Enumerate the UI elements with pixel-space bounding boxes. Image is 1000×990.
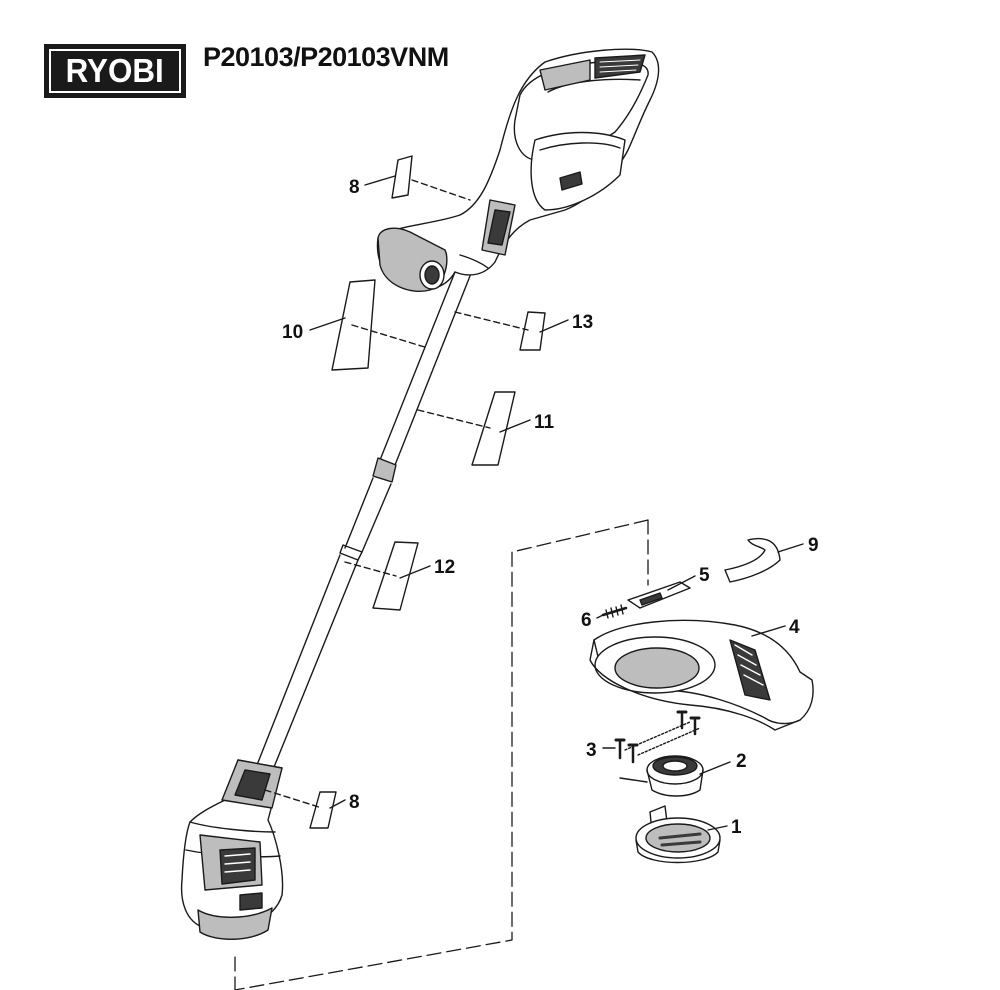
callout-6: 6 xyxy=(581,610,592,631)
callout-1: 1 xyxy=(731,817,742,838)
handle-assembly xyxy=(376,48,660,292)
callout-9: 9 xyxy=(808,535,819,556)
callout-8-bottom: 8 xyxy=(349,792,360,813)
part-1-spool-cap xyxy=(635,805,721,864)
model-title: P20103/P20103VNM xyxy=(203,42,449,72)
callout-3: 3 xyxy=(586,740,597,761)
callout-10: 10 xyxy=(282,322,304,343)
part-3-screws xyxy=(614,710,701,764)
decal-8-bottom xyxy=(309,791,337,829)
callout-11: 11 xyxy=(534,412,555,433)
lower-housing xyxy=(180,759,284,940)
part-4-guard xyxy=(589,619,814,731)
callout-13: 13 xyxy=(572,312,594,333)
part-5-blade-holder xyxy=(627,581,691,609)
callout-2: 2 xyxy=(736,751,747,772)
ryobi-logo-frame: RYOBI xyxy=(49,49,181,93)
decal-11 xyxy=(471,391,516,466)
ryobi-logo: RYOBI xyxy=(44,44,186,98)
decal-8-top xyxy=(391,155,413,199)
callout-8-top: 8 xyxy=(349,177,360,198)
callout-5: 5 xyxy=(699,565,710,586)
leader-lines xyxy=(264,175,804,831)
shaft xyxy=(254,271,471,773)
decal-13 xyxy=(519,311,546,351)
assembly-path xyxy=(234,519,649,990)
callout-4: 4 xyxy=(789,617,800,638)
ryobi-logo-text: RYOBI xyxy=(65,52,165,89)
callout-12: 12 xyxy=(434,557,456,578)
part-6-screw xyxy=(601,604,628,619)
part-2-spool xyxy=(619,755,704,797)
decal-9 xyxy=(724,537,781,583)
